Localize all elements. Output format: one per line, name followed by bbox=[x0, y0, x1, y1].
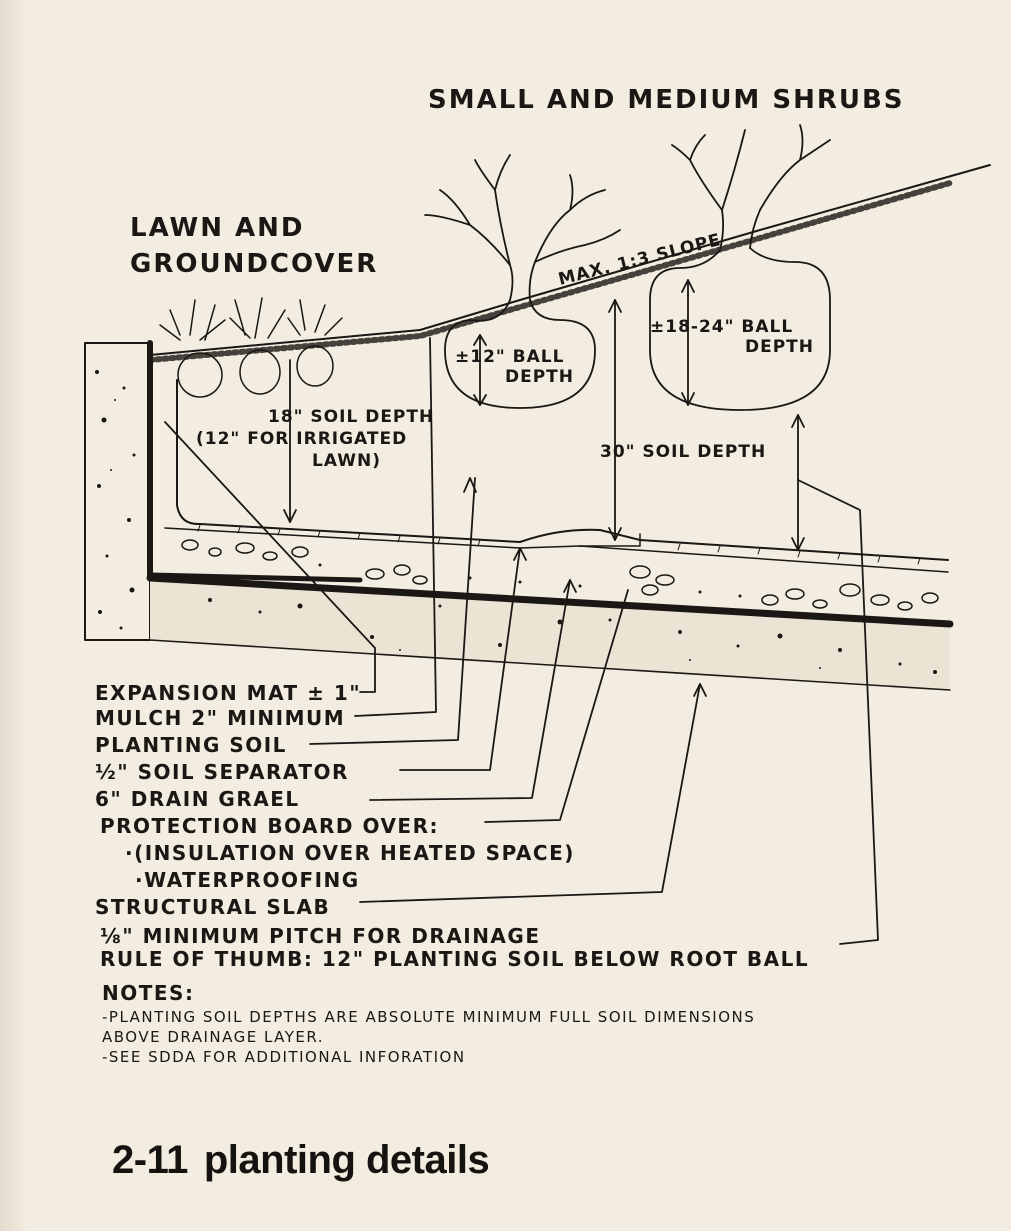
medium-shrub bbox=[649, 124, 831, 411]
leader-lines bbox=[164, 337, 879, 945]
legend-expansion-mat: EXPANSION MAT ± 1" bbox=[95, 681, 361, 705]
notes: NOTES: -PLANTING SOIL DEPTHS ARE ABSOLUT… bbox=[102, 981, 755, 1066]
slope-label: MAX. 1:3 SLOPE bbox=[556, 230, 723, 290]
legend-structural-slab: STRUCTURAL SLAB bbox=[95, 895, 330, 919]
figure-title: planting details bbox=[203, 1138, 490, 1182]
wall-aggregate-specks bbox=[95, 370, 136, 630]
legend-minimum-pitch: ⅛" MINIMUM PITCH FOR DRAINAGE bbox=[100, 924, 540, 948]
legend-mulch: MULCH 2" MINIMUM bbox=[95, 706, 345, 730]
note-line-2: ABOVE DRAINAGE LAYER. bbox=[102, 1028, 324, 1046]
legend-soil-separator: ½" SOIL SEPARATOR bbox=[95, 760, 349, 784]
legend-drain-gravel: 6" DRAIN GRAEL bbox=[95, 787, 300, 811]
legend-protection-board: PROTECTION BOARD OVER: bbox=[100, 814, 439, 838]
structural-slab bbox=[146, 574, 954, 691]
small-ball-depth-line2: DEPTH bbox=[505, 367, 574, 387]
finished-grade bbox=[147, 164, 991, 363]
planter-wall bbox=[84, 340, 363, 641]
small-ball-depth-line1: ±12" BALL bbox=[455, 347, 564, 367]
legend-rule-of-thumb: RULE OF THUMB: 12" PLANTING SOIL BELOW R… bbox=[100, 947, 809, 971]
legend-insulation: ·(INSULATION OVER HEATED SPACE) bbox=[125, 841, 575, 865]
soil-depth-18-line2: (12" FOR IRRIGATED bbox=[196, 429, 407, 449]
soil-separator bbox=[164, 504, 949, 573]
groundcover-plants bbox=[159, 297, 343, 398]
soil-depth-30: 30" SOIL DEPTH bbox=[600, 442, 766, 462]
lawn-title-line2: GROUNDCOVER bbox=[130, 249, 378, 279]
lawn-title-line1: LAWN AND bbox=[130, 213, 304, 243]
drain-gravel-layer bbox=[181, 539, 939, 611]
large-ball-depth-line1: ±18-24" BALL bbox=[650, 317, 793, 337]
legend-planting-soil: PLANTING SOIL bbox=[95, 733, 287, 757]
legend-waterproofing: ·WATERPROOFING bbox=[135, 868, 360, 892]
legend: EXPANSION MAT ± 1" MULCH 2" MINIMUM PLAN… bbox=[95, 681, 809, 971]
figure-caption: 2-11 planting details bbox=[112, 1138, 490, 1183]
soil-depth-18-line3: LAWN) bbox=[312, 451, 381, 471]
notes-heading: NOTES: bbox=[102, 981, 194, 1005]
note-line-3: -SEE SDDA FOR ADDITIONAL INFORATION bbox=[102, 1048, 466, 1066]
page-binding-edge bbox=[0, 0, 28, 1231]
large-ball-depth-line2: DEPTH bbox=[745, 337, 814, 357]
figure-number: 2-11 bbox=[112, 1138, 188, 1182]
soil-depth-18-line1: 18" SOIL DEPTH bbox=[268, 407, 434, 427]
small-shrub bbox=[424, 154, 621, 409]
shrubs-title: SMALL AND MEDIUM SHRUBS bbox=[428, 85, 905, 115]
note-line-1: -PLANTING SOIL DEPTHS ARE ABSOLUTE MINIM… bbox=[102, 1008, 755, 1026]
dimension-arrows bbox=[283, 279, 805, 551]
